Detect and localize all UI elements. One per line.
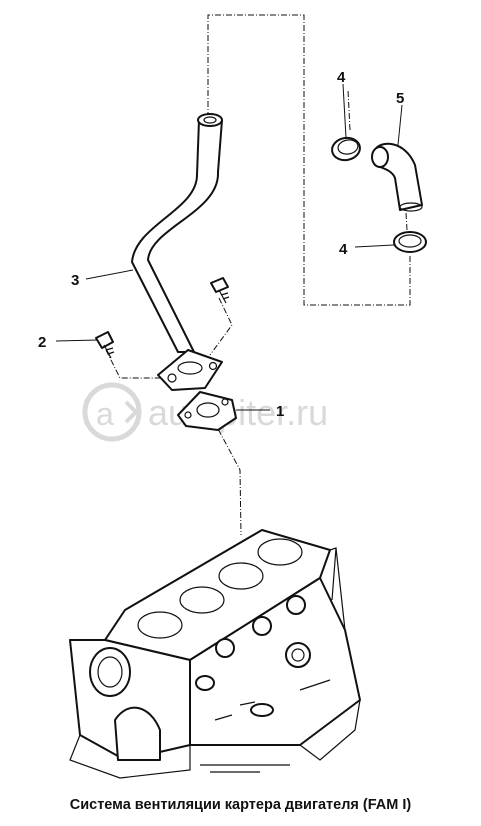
watermark-text: autopiter.ru xyxy=(148,392,328,433)
engine-block-icon xyxy=(69,529,361,779)
callout-1: 1 xyxy=(276,403,284,420)
callout-4-bottom: 4 xyxy=(339,241,348,258)
vent-tube-icon xyxy=(131,113,223,391)
bolt-icon xyxy=(95,277,230,359)
callout-2: 2 xyxy=(38,334,46,351)
callout-3: 3 xyxy=(71,272,79,289)
callout-5: 5 xyxy=(396,90,404,107)
svg-text:a: a xyxy=(96,396,114,432)
gasket-icon xyxy=(177,391,237,431)
hose-clamp-icon xyxy=(331,136,427,253)
elbow-hose-icon xyxy=(371,142,423,212)
watermark: a autopiter.ru xyxy=(82,382,328,442)
callout-leaders xyxy=(55,83,403,411)
callout-4-top: 4 xyxy=(337,69,346,86)
autopiter-logo-icon: a xyxy=(82,382,142,442)
diagram-caption: Система вентиляции картера двигателя (FA… xyxy=(69,797,412,813)
